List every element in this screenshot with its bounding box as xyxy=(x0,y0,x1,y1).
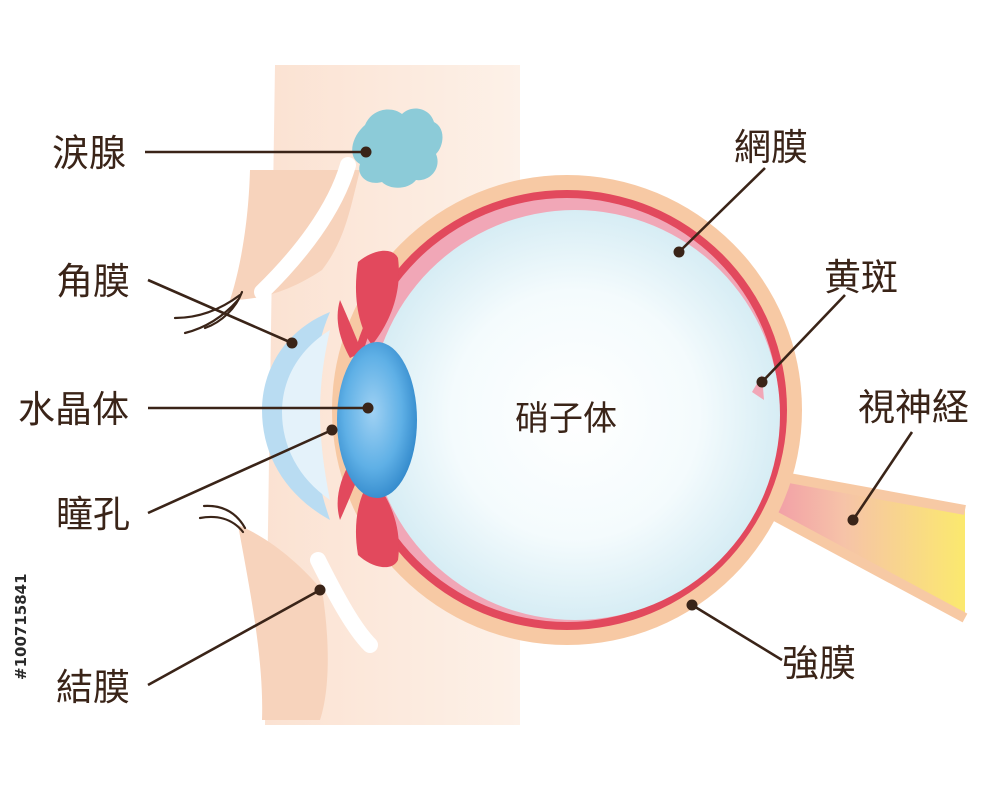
iris-upper xyxy=(337,300,362,358)
leaders xyxy=(145,146,914,687)
label-conjunctiva: 結膜 xyxy=(56,666,130,709)
ciliary-body-lower xyxy=(355,478,399,568)
label-lacrimal-gland: 涙腺 xyxy=(52,132,126,175)
label-macula: 黄斑 xyxy=(824,256,898,299)
label-pupil: 瞳孔 xyxy=(56,493,130,536)
label-lens: 水晶体 xyxy=(18,388,129,431)
label-cornea: 角膜 xyxy=(56,260,130,303)
label-retina: 網膜 xyxy=(734,126,808,169)
label-vitreous-body: 硝子体 xyxy=(515,399,617,439)
label-sclera: 強膜 xyxy=(782,642,856,685)
lower-conjunctiva-fold xyxy=(310,552,378,653)
vitreous-body-shape xyxy=(370,210,780,620)
lower-eyelid xyxy=(238,525,328,720)
tear-duct xyxy=(254,157,356,300)
optic-nerve-shape xyxy=(745,470,965,618)
lens-shape xyxy=(337,342,417,498)
image-id-text: #100715841 xyxy=(12,573,30,680)
lacrimal-gland-shape xyxy=(352,108,443,188)
lower-eyelashes xyxy=(198,504,247,534)
ciliary-body-upper xyxy=(355,250,399,345)
label-optic-nerve: 視神経 xyxy=(858,386,969,429)
anterior-chamber xyxy=(282,330,330,500)
